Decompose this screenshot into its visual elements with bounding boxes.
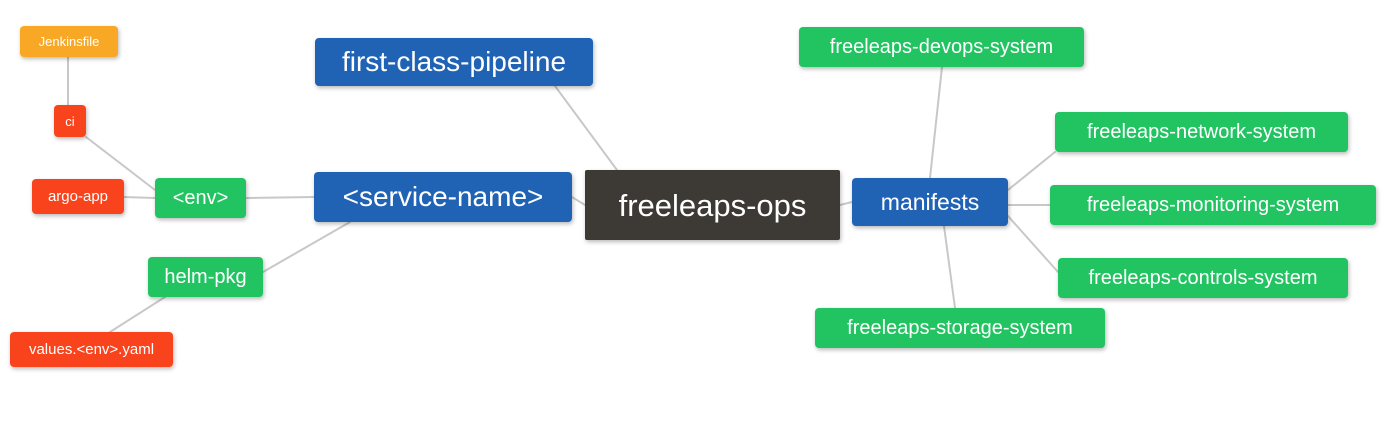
node-freeleaps-controls-system[interactable]: freeleaps-controls-system (1058, 258, 1348, 298)
node-env[interactable]: <env> (155, 178, 246, 218)
node-helm-pkg[interactable]: helm-pkg (148, 257, 263, 297)
node-values-env-yaml[interactable]: values.<env>.yaml (10, 332, 173, 367)
node-freeleaps-devops-system[interactable]: freeleaps-devops-system (799, 27, 1084, 67)
edge-env-argo (123, 196, 156, 199)
edge-manifests-storage (943, 225, 956, 309)
node-ci[interactable]: ci (54, 105, 86, 137)
node-freeleaps-ops[interactable]: freeleaps-ops (585, 170, 840, 240)
edge-manifests-network (1007, 151, 1056, 191)
node-freeleaps-network-system[interactable]: freeleaps-network-system (1055, 112, 1348, 152)
node-first-class-pipeline[interactable]: first-class-pipeline (315, 38, 593, 86)
node-freeleaps-monitoring-system[interactable]: freeleaps-monitoring-system (1050, 185, 1376, 225)
edge-manifests-controls (1007, 215, 1059, 273)
node-jenkinsfile[interactable]: Jenkinsfile (20, 26, 118, 57)
edge-service-helm (262, 221, 351, 273)
edge-ops-service (571, 196, 586, 206)
edge-ops-manifests (839, 201, 853, 206)
node-argo-app[interactable]: argo-app (32, 179, 124, 214)
edge-manifests-devops (929, 66, 943, 179)
node-service-name[interactable]: <service-name> (314, 172, 572, 222)
node-manifests[interactable]: manifests (852, 178, 1008, 226)
node-freeleaps-storage-system[interactable]: freeleaps-storage-system (815, 308, 1105, 348)
edge-service-env (245, 196, 315, 199)
edge-helm-values (109, 296, 166, 333)
edge-ops-pipeline (554, 85, 618, 171)
